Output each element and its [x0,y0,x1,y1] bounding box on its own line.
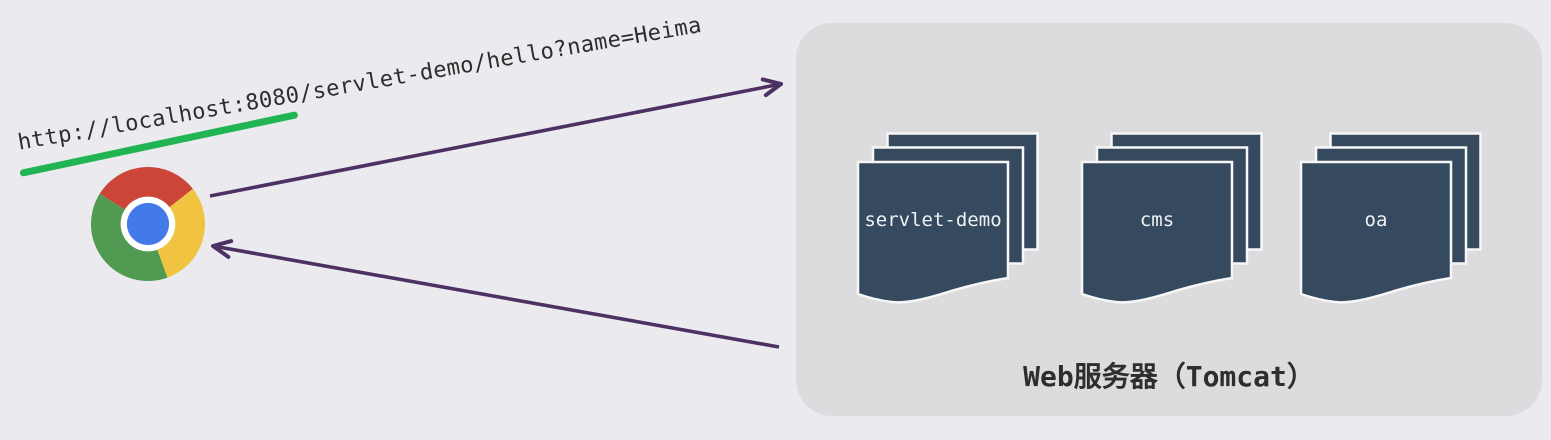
request-url-text: http://localhost:8080/servlet-demo/hello… [16,12,704,156]
response-arrow [211,239,780,349]
app-stack-servlet-demo: servlet-demo [856,132,1039,304]
chrome-yellow-segment [148,188,205,278]
app-stack-oa: oa [1299,132,1482,304]
document-page-front [1080,160,1234,304]
app-label: servlet-demo [864,209,1001,231]
chrome-icon [91,167,205,281]
document-page-front [1299,160,1453,304]
server-label: Web服务器（Tomcat） [1023,360,1315,393]
app-label: cms [1140,209,1174,231]
app-stack-cms: cms [1080,132,1263,304]
app-label: oa [1365,209,1388,231]
chrome-blue-center [126,202,170,246]
document-page-front [856,160,1010,304]
chrome-red-segment [99,167,193,224]
